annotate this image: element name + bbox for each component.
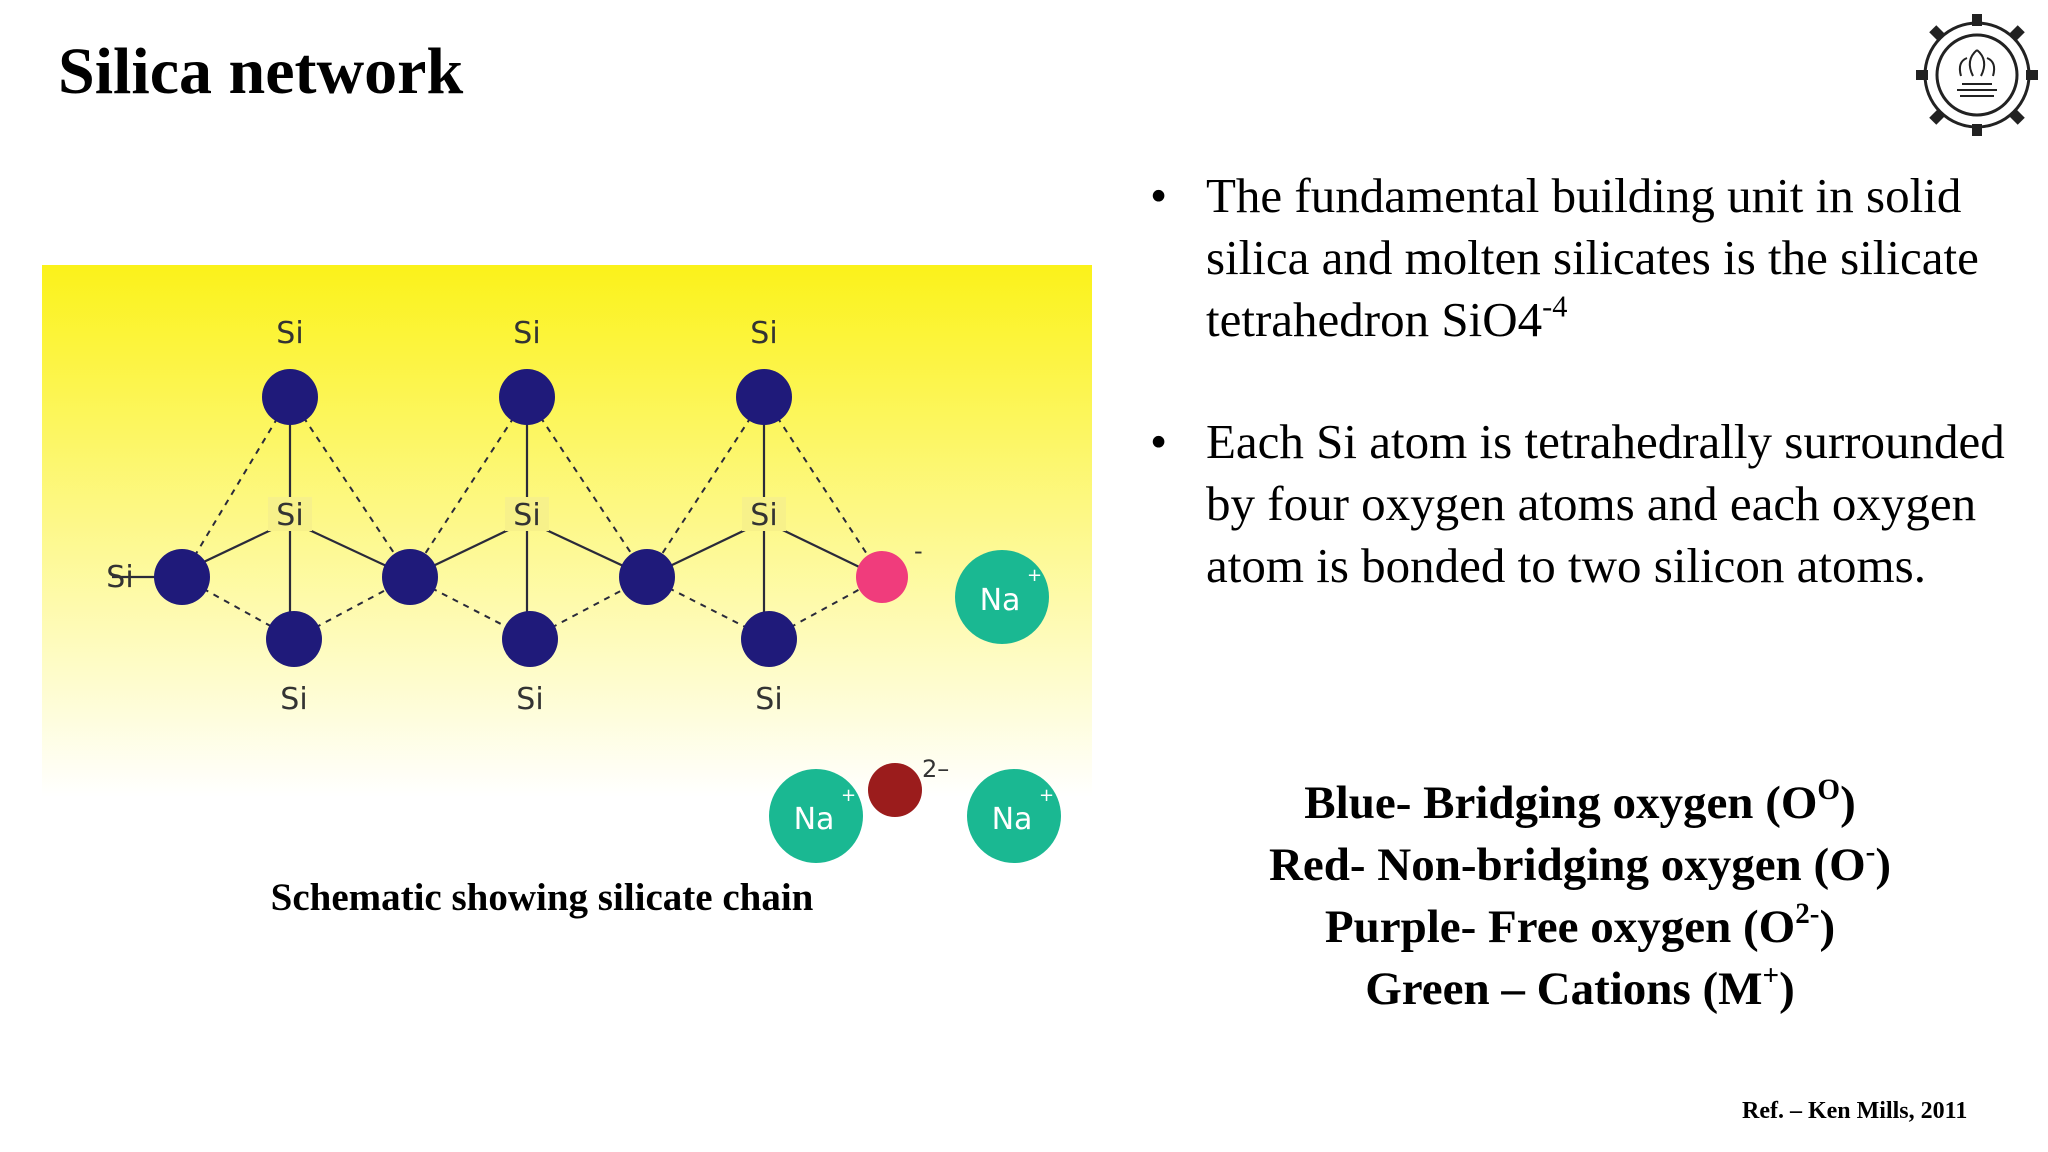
cation-atom [955,550,1049,644]
bridging-oxygen-atom [154,549,210,605]
slide-title: Silica network [58,35,464,108]
cation-atom [967,769,1061,863]
bullet-marker: • [1150,414,1168,469]
bullet-superscript: -4 [1542,289,1568,324]
reference-citation: Ref. – Ken Mills, 2011 [1742,1098,1968,1124]
si-label: Si [750,498,777,533]
bullet-list: • The fundamental building unit in solid… [1150,165,2010,657]
na-label: Na [992,802,1033,837]
legend-item: Purple- Free oxygen (O2-) [1324,898,1836,953]
si-label: Si [516,682,543,717]
legend-item: Blue- Bridging oxygen (OO) [1304,774,1856,829]
bridging-oxygen-atom [382,549,438,605]
legend-item: Red- Non-bridging oxygen (O-) [1268,836,1892,891]
si-label: Si [280,682,307,717]
bullet-item: • Each Si atom is tetrahedrally surround… [1150,411,2010,597]
legend-item: Green – Cations (M+) [1365,960,1795,1015]
bridging-oxygen-atom [741,611,797,667]
non-bridging-oxygen-atom [856,551,908,603]
free-oxygen-charge-label: 2– [922,755,949,783]
diagram-caption: Schematic showing silicate chain [270,876,814,919]
na-label: Na [980,583,1021,618]
si-label: Si [755,682,782,717]
si-label: Si [276,498,303,533]
si-label: Si [750,316,777,351]
bridging-oxygen-atom [262,369,318,425]
cation-atom [769,769,863,863]
bridging-oxygen-atom [266,611,322,667]
color-legend: Blue- Bridging oxygen (OO) Red- Non-brid… [1150,772,2010,1020]
bridging-oxygen-atom [499,369,555,425]
silicate-chain-diagram: Si Si Si Si Si Si Si Si Si Si - Na + Na … [42,265,1092,863]
bullet-marker: • [1150,168,1168,223]
plus-charge-label: + [1027,565,1042,586]
bridging-oxygen-atom [619,549,675,605]
bullet-text: Each Si atom is tetrahedrally surrounded… [1206,414,2005,593]
diagram-background [42,265,1092,825]
si-label: Si [106,560,133,595]
institute-logo-icon [1916,14,2038,136]
bullet-item: • The fundamental building unit in solid… [1150,165,2010,351]
plus-charge-label: + [1039,785,1054,806]
plus-charge-label: + [841,785,856,806]
free-oxygen-atom [868,763,922,817]
bridging-oxygen-atom [736,369,792,425]
si-label: Si [513,316,540,351]
si-label: Si [276,316,303,351]
na-label: Na [794,802,835,837]
bridging-oxygen-atom [502,611,558,667]
bullet-text: The fundamental building unit in solid s… [1206,168,1979,347]
minus-charge-label: - [914,537,923,565]
si-label: Si [513,498,540,533]
